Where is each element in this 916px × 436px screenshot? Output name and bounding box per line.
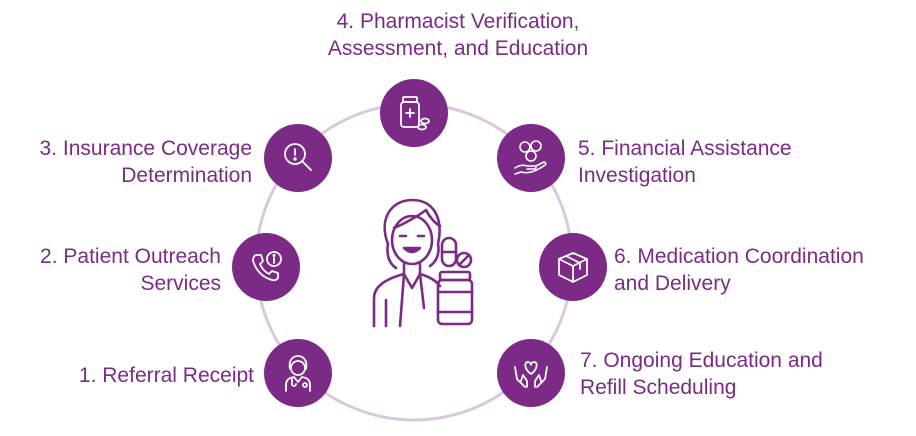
step-4-label: 4. Pharmacist Verification, Assessment, … [288, 8, 628, 62]
step-7-node [497, 339, 565, 407]
step-5-node [497, 124, 565, 192]
step-6-node [539, 233, 607, 301]
step-4-node [380, 79, 448, 147]
package-box-icon [558, 252, 588, 283]
step-4-line2: Assessment, and Education [327, 37, 589, 60]
step-5-line2: Investigation [578, 164, 696, 187]
coins-hand-icon [514, 140, 547, 175]
step-3-line1: 3. Insurance Coverage [39, 137, 252, 160]
step-2-line1: 2. Patient Outreach [40, 245, 221, 268]
step-6-label: 6. Medication Coordination and Delivery [614, 243, 864, 297]
step-2-node [232, 233, 300, 301]
step-3-line2: Determination [121, 164, 252, 187]
step-5-label: 5. Financial Assistance Investigation [578, 135, 792, 189]
phone-info-icon [252, 251, 282, 282]
step-1-node [264, 339, 332, 407]
step-3-label: 3. Insurance Coverage Determination [40, 135, 252, 189]
step-6-line1: 6. Medication Coordination [614, 245, 864, 268]
step-7-label: 7. Ongoing Education and Refill Scheduli… [580, 347, 823, 401]
step-1-line1: 1. Referral Receipt [78, 364, 254, 387]
hands-heart-icon [514, 361, 548, 388]
step-4-line1: 4. Pharmacist Verification, [336, 10, 580, 33]
step-7-line2: Refill Scheduling [580, 376, 737, 399]
step-2-line2: Services [140, 272, 221, 295]
medication-bottle-icon [400, 96, 430, 131]
step-7-line1: 7. Ongoing Education and [580, 349, 823, 372]
step-2-label: 2. Patient Outreach Services [40, 243, 221, 297]
nurse-icon [285, 355, 311, 392]
magnifier-alert-icon [284, 143, 312, 171]
pharmacist-icon [372, 198, 474, 328]
step-6-line2: and Delivery [614, 272, 731, 295]
step-3-node [264, 124, 332, 192]
step-5-line1: 5. Financial Assistance [578, 137, 792, 160]
step-1-label: 1. Referral Receipt [79, 362, 254, 389]
